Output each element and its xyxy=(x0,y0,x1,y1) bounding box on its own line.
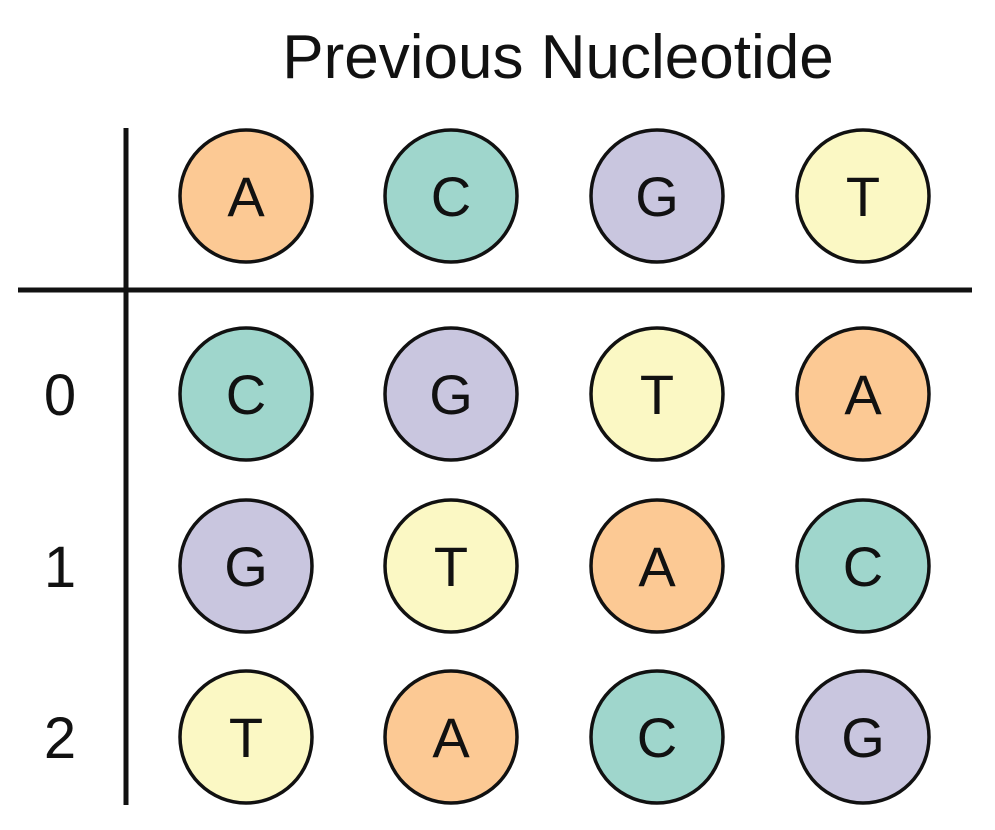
header-nucleotide-g: G xyxy=(589,128,725,264)
row-label-2: 2 xyxy=(44,706,76,771)
nucleotide-letter: C xyxy=(637,706,677,769)
row-0-nucleotide-a: A xyxy=(795,326,931,462)
nucleotide-circle xyxy=(795,669,931,805)
header-nucleotide-t: T xyxy=(795,128,931,264)
nucleotide-letter: A xyxy=(844,363,882,426)
row-1-nucleotide-c: C xyxy=(795,498,931,634)
nucleotide-letter: C xyxy=(843,535,883,598)
row-2-nucleotide-g: G xyxy=(795,669,931,805)
row-label-1: 1 xyxy=(44,535,76,600)
nucleotide-circle xyxy=(178,669,314,805)
nucleotide-circle xyxy=(795,326,931,462)
row-1-nucleotide-g: G xyxy=(178,498,314,634)
row-1-nucleotide-t: T xyxy=(383,498,519,634)
diagram-title: Previous Nucleotide xyxy=(282,23,833,92)
nucleotide-circle xyxy=(589,326,725,462)
nucleotide-circle xyxy=(795,498,931,634)
nucleotide-letter: A xyxy=(432,706,470,769)
row-2-nucleotide-a: A xyxy=(383,669,519,805)
nucleotide-letter: A xyxy=(638,535,676,598)
nucleotide-circle xyxy=(178,498,314,634)
nucleotide-circle xyxy=(589,498,725,634)
row-0-nucleotide-c: C xyxy=(178,326,314,462)
nucleotide-circle xyxy=(178,326,314,462)
row-2-nucleotide-c: C xyxy=(589,669,725,805)
nucleotide-circle xyxy=(383,669,519,805)
nucleotide-circle xyxy=(383,128,519,264)
nucleotide-letter: G xyxy=(224,535,268,598)
nucleotide-circle xyxy=(178,128,314,264)
row-label-0: 0 xyxy=(44,363,76,428)
nucleotide-letter: T xyxy=(846,165,880,228)
nucleotide-circle xyxy=(383,498,519,634)
header-nucleotide-a: A xyxy=(178,128,314,264)
row-0-nucleotide-g: G xyxy=(383,326,519,462)
nucleotide-letter: T xyxy=(640,363,674,426)
nucleotide-letter: A xyxy=(227,165,265,228)
nucleotide-circle xyxy=(795,128,931,264)
header-nucleotide-c: C xyxy=(383,128,519,264)
row-1-nucleotide-a: A xyxy=(589,498,725,634)
nucleotide-letter: T xyxy=(434,535,468,598)
nucleotide-letter: T xyxy=(229,706,263,769)
row-2-nucleotide-t: T xyxy=(178,669,314,805)
nucleotide-letter: G xyxy=(841,706,885,769)
nucleotide-letter: C xyxy=(226,363,266,426)
nucleotide-circle xyxy=(383,326,519,462)
nucleotide-circle xyxy=(589,128,725,264)
nucleotide-letter: C xyxy=(431,165,471,228)
row-0-nucleotide-t: T xyxy=(589,326,725,462)
nucleotide-letter: G xyxy=(635,165,679,228)
nucleotide-letter: G xyxy=(429,363,473,426)
nucleotide-circle xyxy=(589,669,725,805)
